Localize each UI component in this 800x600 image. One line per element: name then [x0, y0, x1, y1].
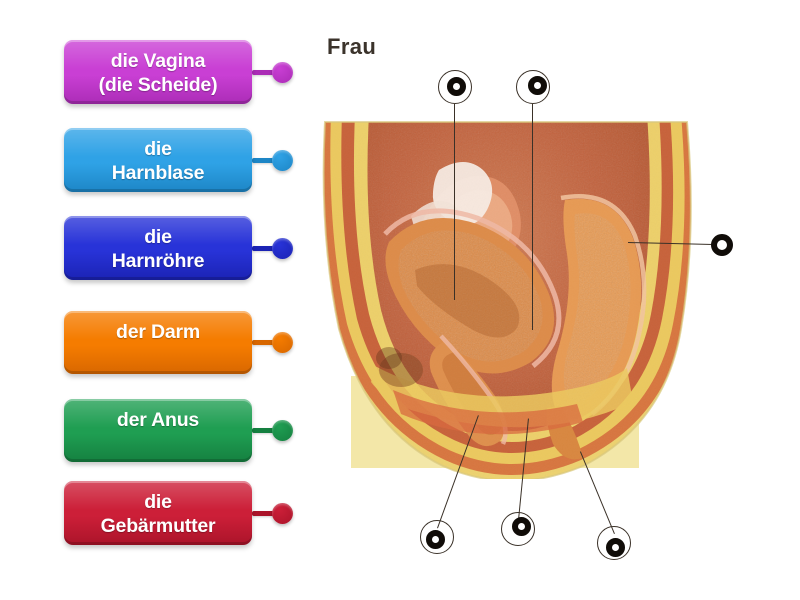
answer-label-chip-gebaermutter[interactable]: die Gebärmutter [64, 481, 252, 545]
answer-label-chip-harnroehre[interactable]: die Harnröhre [64, 216, 252, 280]
anatomy-svg [322, 121, 692, 482]
leader-right [628, 241, 714, 245]
marker-top-right[interactable] [516, 70, 550, 104]
answer-label-harnblase[interactable]: die Harnblase [64, 128, 293, 192]
answer-label-text-harnblase: die Harnblase [111, 138, 205, 184]
answer-label-knob-harnroehre[interactable] [272, 237, 293, 259]
diagram-panel: Frau [315, 14, 795, 586]
answer-label-anus[interactable]: der Anus [64, 399, 293, 462]
answer-label-stem-harnblase [252, 157, 274, 163]
answer-label-knob-harnblase[interactable] [272, 149, 293, 171]
marker-bottom-mid[interactable] [501, 512, 535, 546]
answer-label-stem-darm [252, 340, 274, 345]
answer-label-chip-anus[interactable]: der Anus [64, 399, 252, 462]
answer-label-text-vagina: die Vagina (die Scheide) [98, 50, 218, 96]
leader-top-left [453, 104, 455, 300]
answer-label-knob-vagina[interactable] [272, 61, 293, 83]
answer-label-vagina[interactable]: die Vagina (die Scheide) [64, 40, 293, 104]
anatomy-illustration [315, 114, 715, 482]
answer-label-harnroehre[interactable]: die Harnröhre [64, 216, 293, 280]
leader-bottom-right [580, 451, 616, 534]
label-list: die Vagina (die Scheide) die Harnblase die… [64, 38, 304, 568]
marker-top-left[interactable] [438, 70, 472, 104]
marker-bottom-right-core[interactable] [606, 538, 625, 557]
answer-label-text-darm: der Darm [115, 321, 201, 343]
marker-right[interactable] [711, 234, 733, 256]
answer-label-chip-vagina[interactable]: die Vagina (die Scheide) [64, 40, 252, 104]
body-layers [323, 122, 691, 481]
answer-label-chip-harnblase[interactable]: die Harnblase [64, 128, 252, 192]
answer-label-text-anus: der Anus [116, 409, 200, 431]
answer-label-knob-anus[interactable] [272, 420, 293, 441]
marker-top-left-core[interactable] [447, 77, 466, 96]
answer-label-chip-darm[interactable]: der Darm [64, 311, 252, 374]
marker-bottom-mid-core[interactable] [512, 517, 531, 536]
answer-label-knob-gebaermutter[interactable] [272, 502, 293, 524]
answer-label-text-gebaermutter: die Gebärmutter [100, 491, 216, 537]
answer-label-gebaermutter[interactable]: die Gebärmutter [64, 481, 293, 545]
answer-label-stem-harnroehre [252, 245, 274, 251]
marker-bottom-left-core[interactable] [426, 530, 445, 549]
leader-bottom-mid [518, 418, 530, 521]
marker-top-right-core[interactable] [528, 76, 547, 95]
marker-bottom-right[interactable] [597, 526, 631, 560]
answer-label-knob-darm[interactable] [272, 332, 293, 353]
marker-bottom-left[interactable] [420, 520, 454, 554]
answer-label-text-harnroehre: die Harnröhre [111, 226, 205, 272]
leader-top-right [531, 104, 533, 330]
answer-label-stem-gebaermutter [252, 510, 274, 516]
answer-label-stem-anus [252, 428, 274, 433]
diagram-title: Frau [327, 34, 377, 59]
answer-label-darm[interactable]: der Darm [64, 311, 293, 374]
answer-label-stem-vagina [252, 69, 274, 75]
leader-bottom-left [437, 415, 480, 529]
